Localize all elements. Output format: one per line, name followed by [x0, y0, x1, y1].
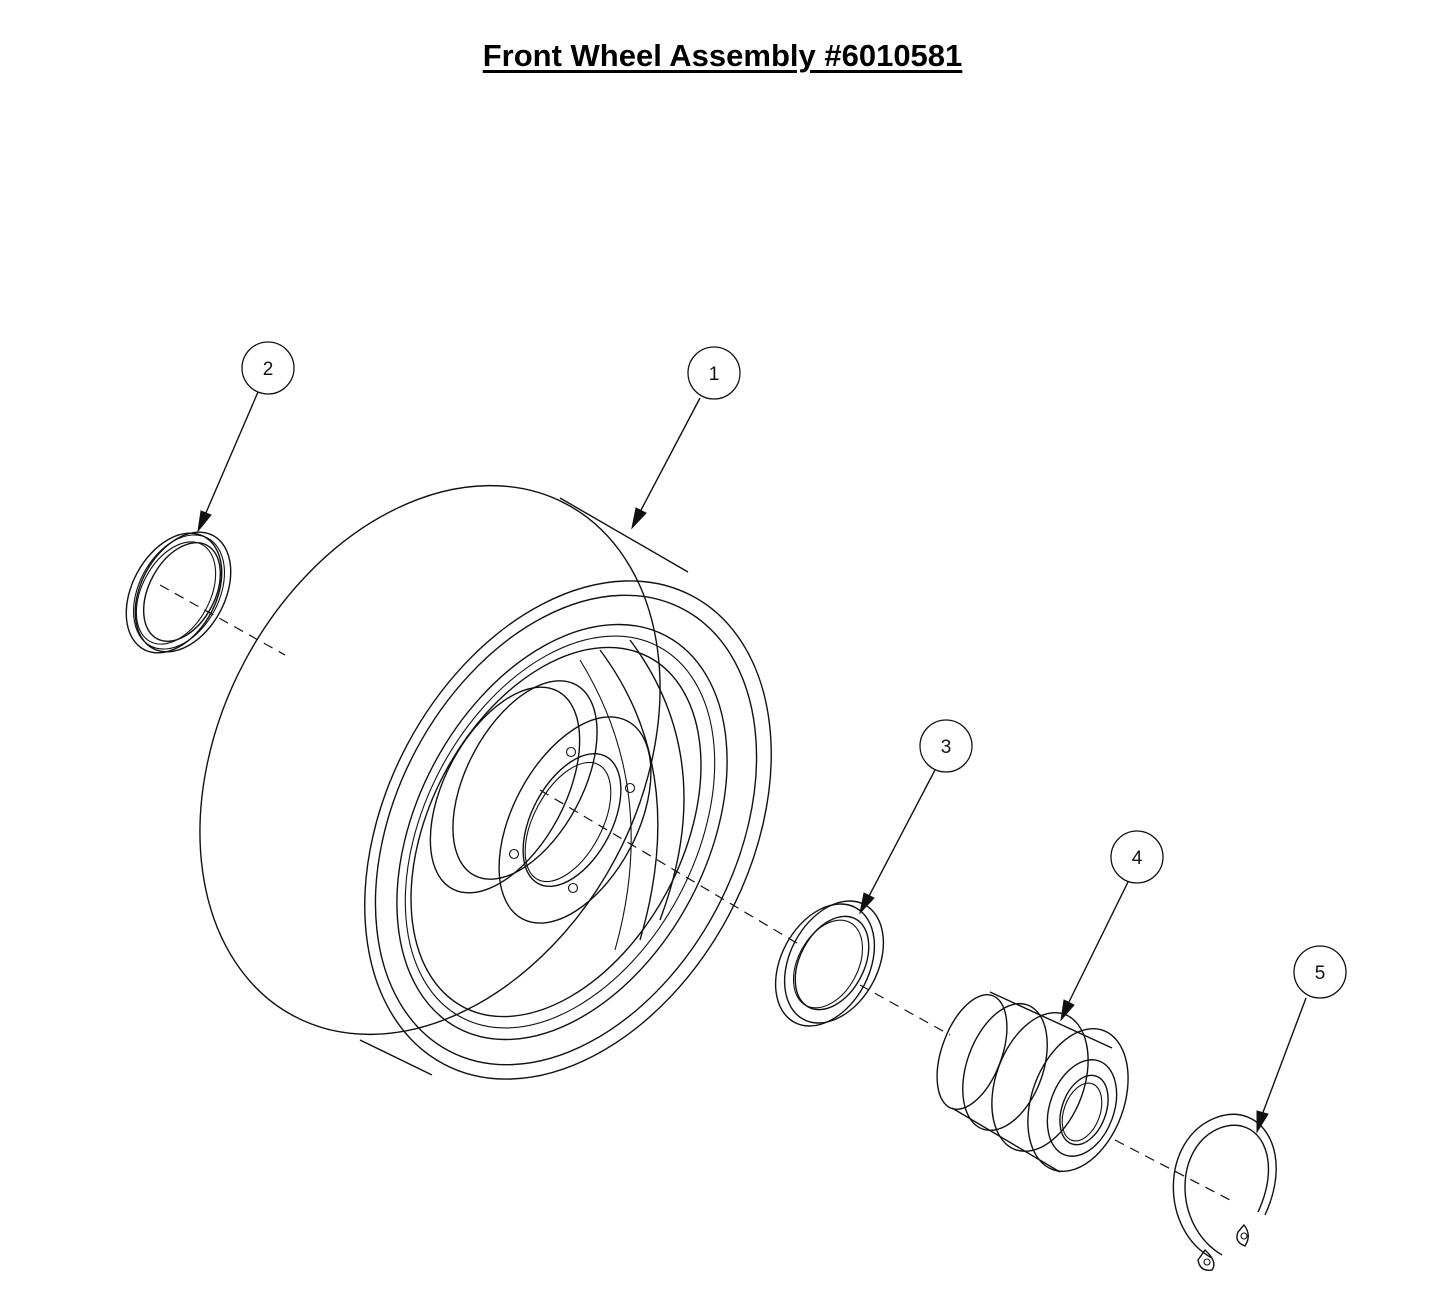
callout-number-2: 2: [263, 359, 274, 380]
center-axis-1: [159, 584, 286, 656]
part-5-retaining-ring: [1172, 1113, 1277, 1271]
callout-balloon-4: 4: [1110, 830, 1164, 884]
callout-number-1: 1: [709, 364, 720, 385]
callout-number-4: 4: [1132, 848, 1143, 869]
part-2-seal-ring: [125, 531, 232, 654]
callout-number-5: 5: [1315, 963, 1326, 984]
part-3-seal: [774, 900, 885, 1027]
callout-leader-2: [197, 391, 259, 533]
callout-leader-1: [631, 397, 701, 530]
callout-balloon-2: 2: [241, 341, 295, 395]
center-axis-4: [1114, 1139, 1231, 1201]
callout-leader-4: [1060, 881, 1129, 1022]
center-axis-2: [539, 789, 801, 946]
callout-leader-5: [1256, 997, 1307, 1134]
callout-balloon-3: 3: [919, 719, 973, 773]
center-axis-3: [859, 984, 951, 1036]
callout-leader-3: [859, 769, 936, 915]
callout-number-3: 3: [941, 737, 952, 758]
diagram-title: Front Wheel Assembly #6010581: [482, 38, 963, 73]
part-4-bearing: [936, 991, 1129, 1173]
callout-balloon-1: 1: [687, 346, 741, 400]
callout-balloon-5: 5: [1293, 945, 1347, 999]
part-1-wheel: [199, 484, 772, 1080]
